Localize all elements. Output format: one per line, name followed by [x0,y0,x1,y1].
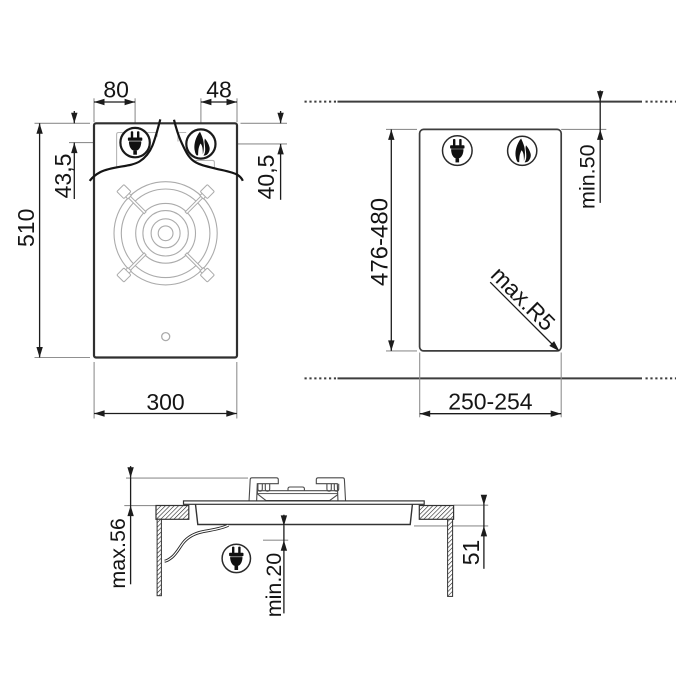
svg-text:48: 48 [206,76,232,102]
svg-text:43,5: 43,5 [50,154,76,199]
svg-text:51: 51 [458,540,484,566]
svg-text:80: 80 [103,76,129,102]
svg-text:510: 510 [13,209,39,247]
svg-text:40,5: 40,5 [253,155,279,200]
svg-text:max.56: max.56 [106,518,130,589]
svg-text:476-480: 476-480 [366,198,393,286]
svg-text:min.50: min.50 [576,144,600,209]
svg-text:250-254: 250-254 [448,389,533,415]
svg-text:300: 300 [146,389,184,415]
svg-text:min.20: min.20 [262,553,286,618]
